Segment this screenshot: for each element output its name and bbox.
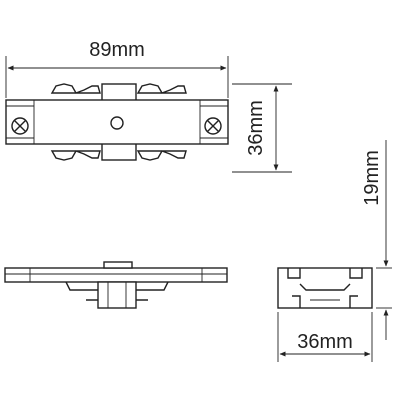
- side-view-top-cap: [103, 261, 133, 269]
- side-height-label: 19mm: [361, 150, 383, 206]
- center-hole: [110, 116, 124, 130]
- side-height-dimension: 19mm: [361, 140, 392, 340]
- end-view-body: [277, 267, 373, 309]
- side-view-body: [4, 267, 228, 283]
- top-length-dimension: 89mm: [5, 39, 229, 98]
- end-width-dimension: 36mm: [277, 312, 373, 362]
- side-view-clip: [97, 281, 137, 309]
- side-view: [4, 261, 228, 309]
- left-screw-icon: [11, 117, 29, 135]
- top-height-dimension: 36mm: [232, 83, 292, 173]
- top-view-body: [5, 99, 229, 145]
- top-view: [5, 83, 229, 161]
- top-height-label: 36mm: [245, 100, 267, 156]
- top-view-clips: [50, 83, 187, 161]
- top-length-label: 89mm: [89, 39, 145, 61]
- right-screw-icon: [204, 117, 222, 135]
- end-width-label: 36mm: [297, 331, 353, 353]
- end-view: [277, 267, 373, 309]
